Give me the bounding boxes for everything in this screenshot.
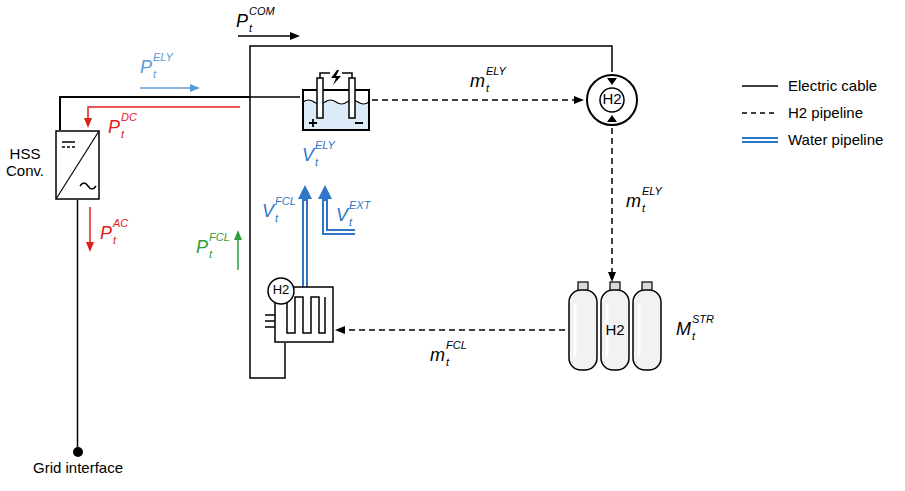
node-label: 2 [282, 282, 289, 297]
subscript: t [153, 69, 156, 80]
node-label: H [273, 282, 282, 297]
electric-cable [77, 200, 78, 447]
connector-line [302, 199, 308, 287]
variable-symbol: m [430, 346, 445, 364]
subscript: t [446, 357, 449, 368]
subscript: t [692, 331, 695, 342]
legend-row: Electric cable [742, 72, 883, 99]
node-label: HSS Conv. [6, 145, 44, 179]
superscript: ELY [486, 66, 506, 77]
connector-line [77, 200, 79, 447]
superscript: ELY [315, 140, 335, 151]
variable-symbol: P [100, 224, 112, 242]
subscript: t [209, 249, 212, 260]
variable-symbol: V [262, 202, 274, 220]
superscript: FCL [275, 196, 296, 207]
legend-row: H2 pipeline [742, 99, 883, 126]
connector-line [60, 46, 612, 130]
storage-tanks: H2 [565, 282, 665, 372]
legend-text: Electric cable [788, 77, 877, 94]
h2-pipeline [372, 100, 574, 101]
variable-symbol: m [470, 72, 485, 90]
connector-line [372, 99, 574, 101]
connector-core [304, 201, 306, 287]
variable-symbol: M [676, 320, 691, 338]
subscript: t [113, 235, 116, 246]
converter-box: HSS Conv. [55, 130, 100, 200]
variable-symbol: P [140, 58, 152, 76]
subscript: t [275, 213, 278, 224]
variable-symbol: V [336, 206, 348, 224]
flow-arrow [89, 207, 91, 242]
legend: Electric cable H2 pipelineWater pipeline [742, 72, 883, 153]
superscript: ELY [642, 186, 662, 197]
legend-text: Water pipeline [788, 131, 883, 148]
node-label: H [605, 321, 616, 338]
legend-sample [742, 106, 778, 120]
subscript: t [642, 203, 645, 214]
node-label: 2 [613, 90, 621, 107]
subscript: t [349, 217, 352, 228]
compressor-icon: H2 [584, 72, 640, 128]
superscript: FCL [209, 232, 230, 243]
water-pipeline [305, 199, 306, 287]
node-text: HSS Conv. [0, 146, 51, 179]
variable-symbol: V [302, 146, 314, 164]
node-text: H2 [268, 283, 294, 297]
electric-cable [60, 46, 612, 130]
superscript: FCL [446, 340, 467, 351]
node-outline [55, 130, 100, 200]
superscript: DC [121, 112, 137, 123]
legend-sample [742, 133, 778, 147]
grid-dot: Grid interface [73, 447, 83, 457]
node-label: 2 [616, 321, 624, 338]
subscript: t [315, 157, 318, 168]
superscript: STR [692, 314, 714, 325]
legend-row: Water pipeline [742, 126, 883, 153]
variable-symbol: m [626, 192, 641, 210]
superscript: EXT [349, 200, 370, 211]
fuel-cell-icon: H2 [265, 275, 335, 343]
connector-line [60, 97, 300, 130]
flow-arrow [140, 87, 190, 89]
flow-arrow [237, 240, 239, 270]
variable-symbol: P [236, 12, 248, 30]
node-outline [300, 70, 372, 132]
connector-line [345, 329, 565, 331]
variable-symbol: P [108, 118, 120, 136]
legend-sample [742, 79, 778, 93]
flow-arrow [88, 107, 240, 118]
h2-pipeline [345, 330, 565, 331]
subscript: t [121, 129, 124, 140]
flow-arrow [238, 35, 290, 37]
superscript: ELY [153, 52, 173, 63]
superscript: AC [113, 218, 128, 229]
subscript: t [249, 23, 252, 34]
node-text: H2 [584, 91, 640, 108]
h2-pipeline [612, 128, 613, 272]
node-label: H [602, 90, 613, 107]
connector-line [611, 128, 613, 272]
subscript: t [486, 83, 489, 94]
node-text: H2 [601, 322, 629, 339]
variable-symbol: P [196, 238, 208, 256]
node-outline [73, 447, 83, 457]
legend-text: H2 pipeline [788, 104, 863, 121]
node-label: Grid interface [33, 459, 123, 476]
node-text: Grid interface [18, 460, 138, 477]
superscript: COM [249, 6, 275, 17]
electrolyzer-icon [300, 70, 372, 132]
electric-cable [60, 97, 300, 130]
